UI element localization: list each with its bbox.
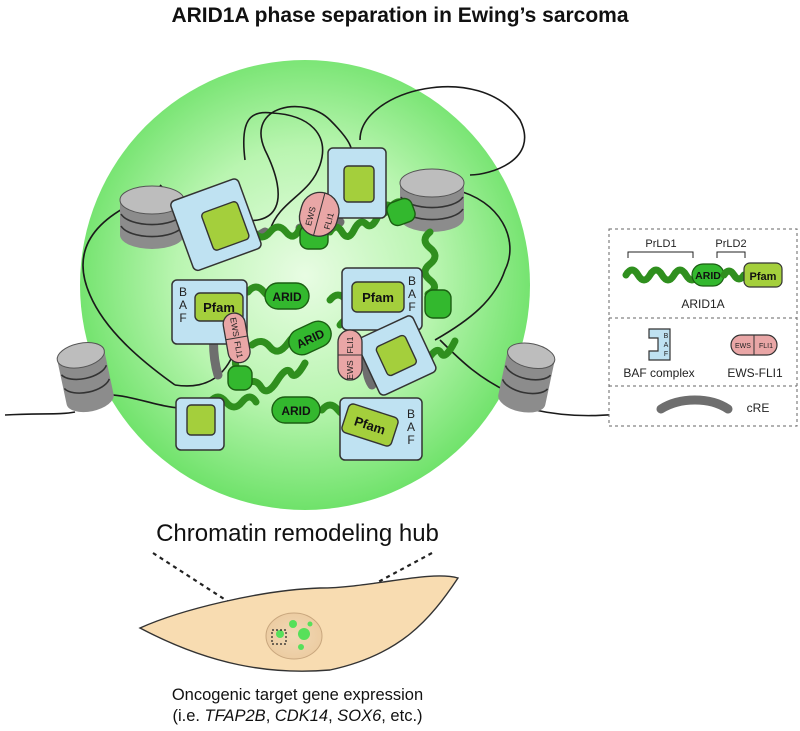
caption-prefix: (i.e. (172, 707, 205, 725)
fli1-label: FLI1 (345, 336, 355, 353)
caption-line2: (i.e. TFAP2B, CDK14, SOX6, etc.) (0, 706, 595, 727)
legend-arid-label: ARID (695, 270, 721, 282)
baf-letter: B (179, 285, 187, 299)
caption-sep: , (328, 707, 338, 725)
legend-linker (622, 266, 702, 284)
legend-baf-icon (648, 328, 671, 361)
figure-title: ARID1A phase separation in Ewing’s sarco… (171, 4, 629, 27)
ews-fli1: EWS FLI1 (222, 312, 251, 364)
legend-prld2: PrLD2 (715, 238, 746, 250)
ews-fli1: EWS FLI1 (298, 191, 340, 237)
nucleosome (119, 185, 185, 249)
baf-letter: F (407, 433, 414, 447)
fli1-label: FLI1 (322, 211, 336, 230)
gene-name: TFAP2B (204, 707, 266, 725)
arid-label: ARID (272, 290, 302, 304)
arid-label: ARID (281, 404, 311, 418)
pfam-domain (343, 165, 375, 203)
arid-domain: ARID (271, 396, 321, 424)
arid-domain: ARID (288, 320, 332, 356)
legend-pfam-label: Pfam (750, 271, 777, 283)
pfam-domain (186, 404, 216, 436)
ews-label: EWS (303, 205, 318, 227)
pfam-domain (201, 201, 250, 251)
baf-letter: A (408, 287, 416, 301)
legend-fli1: FLI1 (759, 343, 773, 350)
condensate-droplet (80, 60, 530, 510)
legend-ews-fli1: EWS-FLI1 (727, 366, 783, 380)
legend-baf-letter: A (664, 342, 669, 349)
gene-name: SOX6 (337, 707, 382, 725)
legend-prld1: PrLD1 (645, 238, 676, 250)
nucleosome (498, 342, 556, 413)
baf-letter: B (408, 274, 416, 288)
ews-label: EWS (345, 360, 355, 380)
legend: PrLD1 PrLD2 ARID Pfam ARID1A B A F BAF c… (608, 228, 798, 427)
ews-fli1: EWS FLI1 (337, 329, 363, 381)
baf-letter: F (408, 300, 415, 314)
legend-baf-letter: B (664, 333, 669, 340)
baf-letter: F (179, 311, 186, 325)
baf-letter: A (407, 420, 415, 434)
ews-label: EWS (228, 317, 241, 338)
legend-baf-letter: F (664, 351, 668, 358)
cell-illustration (138, 575, 460, 672)
pfam-domain: Pfam (351, 281, 405, 313)
pfam-domain (375, 334, 417, 377)
nucleosome (399, 168, 465, 232)
pfam-label: Pfam (362, 290, 394, 305)
arid-domain: ARID (264, 282, 310, 310)
hub-label: Chromatin remodeling hub (156, 520, 439, 547)
caption-suffix: , etc.) (381, 707, 423, 725)
caption: Oncogenic target gene expression (i.e. T… (0, 685, 595, 727)
legend-ews: EWS (735, 343, 751, 350)
caption-sep: , (265, 707, 275, 725)
pfam-label: Pfam (203, 300, 235, 315)
legend-cre-icon (656, 395, 733, 414)
gene-name: CDK14 (274, 707, 329, 725)
baf-letters: B A F B A F B A F (179, 274, 416, 447)
pfam-domain: Pfam (341, 403, 399, 447)
fli1-label: FLI1 (232, 340, 245, 359)
caption-line1: Oncogenic target gene expression (171, 686, 424, 704)
legend-baf-complex: BAF complex (623, 366, 694, 380)
legend-cre: cRE (747, 401, 770, 415)
nucleosome (56, 342, 114, 413)
legend-arid1a: ARID1A (681, 297, 724, 311)
baf-letter: A (179, 298, 187, 312)
baf-letter: B (407, 407, 415, 421)
